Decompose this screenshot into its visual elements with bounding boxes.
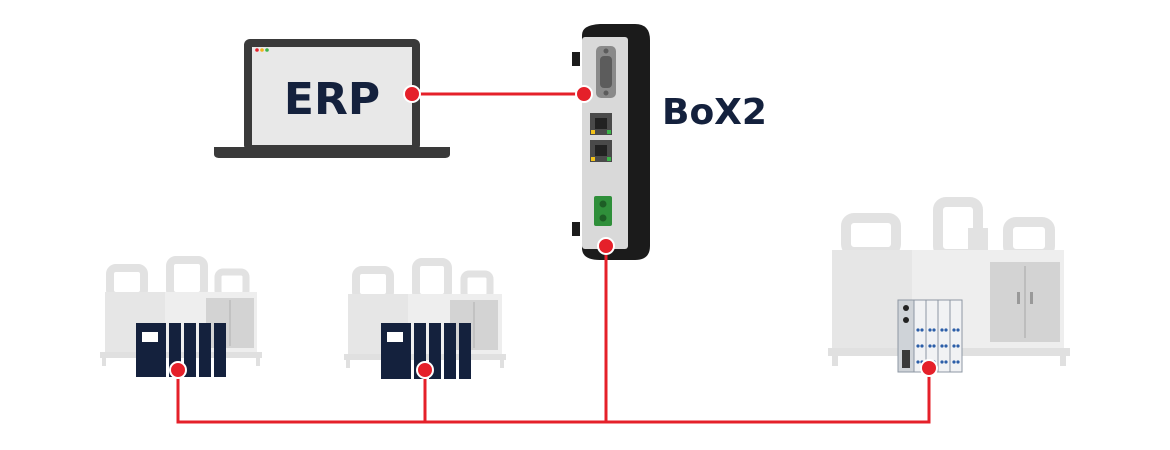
field-bus-line: [176, 368, 931, 424]
laptop-base: [214, 147, 450, 158]
ethernet-port-icon: [590, 140, 612, 162]
connection-node-erp: [403, 85, 421, 103]
erp-label: ERP: [284, 74, 380, 125]
box2-label: BoX2: [662, 92, 767, 133]
power-terminal-icon: [594, 196, 612, 226]
connection-node-machine2: [416, 361, 434, 379]
connection-node-box2-serial: [575, 85, 593, 103]
connection-node-box2-power: [597, 237, 615, 255]
laptop-screen: [252, 47, 412, 145]
connection-node-machine1: [169, 361, 187, 379]
connection-nodes: [169, 85, 938, 379]
serial-port-icon: [596, 46, 616, 98]
connection-node-machine3: [920, 359, 938, 377]
io-module-icon: [897, 299, 963, 373]
gateway-device-icon: [572, 24, 650, 260]
plc-rack-icon: [381, 323, 471, 379]
plc-rack-icon: [136, 323, 226, 377]
ethernet-port-icon: [590, 113, 612, 135]
laptop-icon: ERP: [214, 39, 450, 158]
